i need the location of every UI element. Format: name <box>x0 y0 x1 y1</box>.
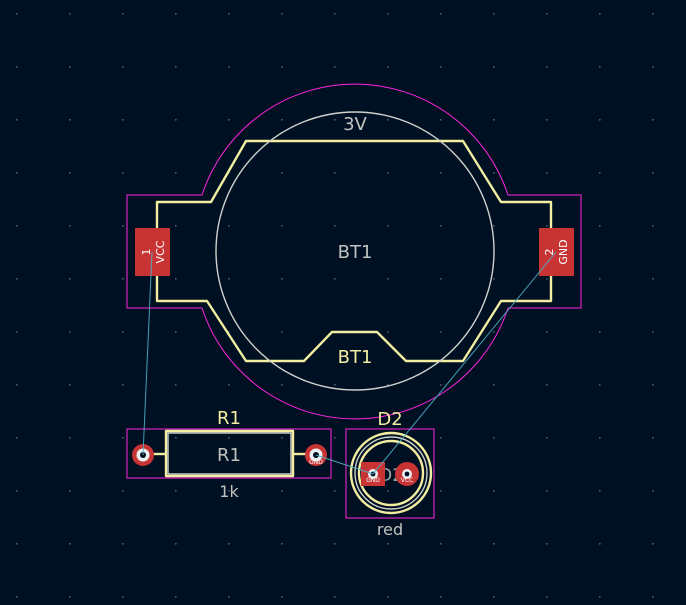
d2-value-label: red <box>377 520 403 539</box>
r1-silk-reference: R1 <box>217 408 241 429</box>
bt1-pad-1[interactable]: 1 VCC <box>135 228 170 276</box>
footprint-bt1[interactable]: 3V BT1 BT1 1 VCC 2 GND <box>126 83 582 420</box>
d2-silk-outer-circle <box>349 431 433 515</box>
bt1-fab-circle <box>215 111 495 391</box>
d2-pad-2[interactable]: VCC <box>395 462 419 486</box>
footprint-d2[interactable]: D2 D2 red GND VCC <box>345 409 435 539</box>
d2-pad-2-net: VCC <box>401 477 413 484</box>
bt1-courtyard <box>126 83 582 420</box>
ratsnest-gnd-bt1-line <box>372 251 557 475</box>
r1-courtyard <box>126 428 332 479</box>
r1-value-label: 1k <box>219 482 239 501</box>
r1-fab-body <box>167 432 292 475</box>
ratsnest-vcc-line <box>142 251 153 456</box>
bt1-pad-2-net: GND <box>557 239 570 264</box>
bt1-pad-2[interactable]: 2 GND <box>539 228 574 276</box>
grid-dots <box>16 13 654 598</box>
d2-pad-1-net: GND <box>366 477 380 484</box>
ratsnest <box>142 251 557 475</box>
footprint-r1[interactable]: R1 R1 1k GND <box>126 408 332 501</box>
bt1-silkscreen-outline <box>155 139 553 363</box>
bt1-pad-1-number: 1 <box>140 249 153 256</box>
bt1-pad-1-net: VCC <box>154 240 167 263</box>
d2-courtyard <box>345 428 435 519</box>
bt1-fab-reference: BT1 <box>338 242 373 263</box>
d2-silk-inner-circle <box>357 439 425 507</box>
bt1-silk-reference: BT1 <box>338 347 373 368</box>
ratsnest-gnd-r1-line <box>315 454 374 475</box>
bt1-value-label: 3V <box>343 114 367 135</box>
r1-fab-reference: R1 <box>217 445 241 466</box>
r1-pad-2-net: GND <box>309 459 323 466</box>
bt1-pad-2-number: 2 <box>543 249 556 256</box>
d2-fab-circle <box>354 436 428 510</box>
d2-silk-reference: D2 <box>377 409 402 430</box>
